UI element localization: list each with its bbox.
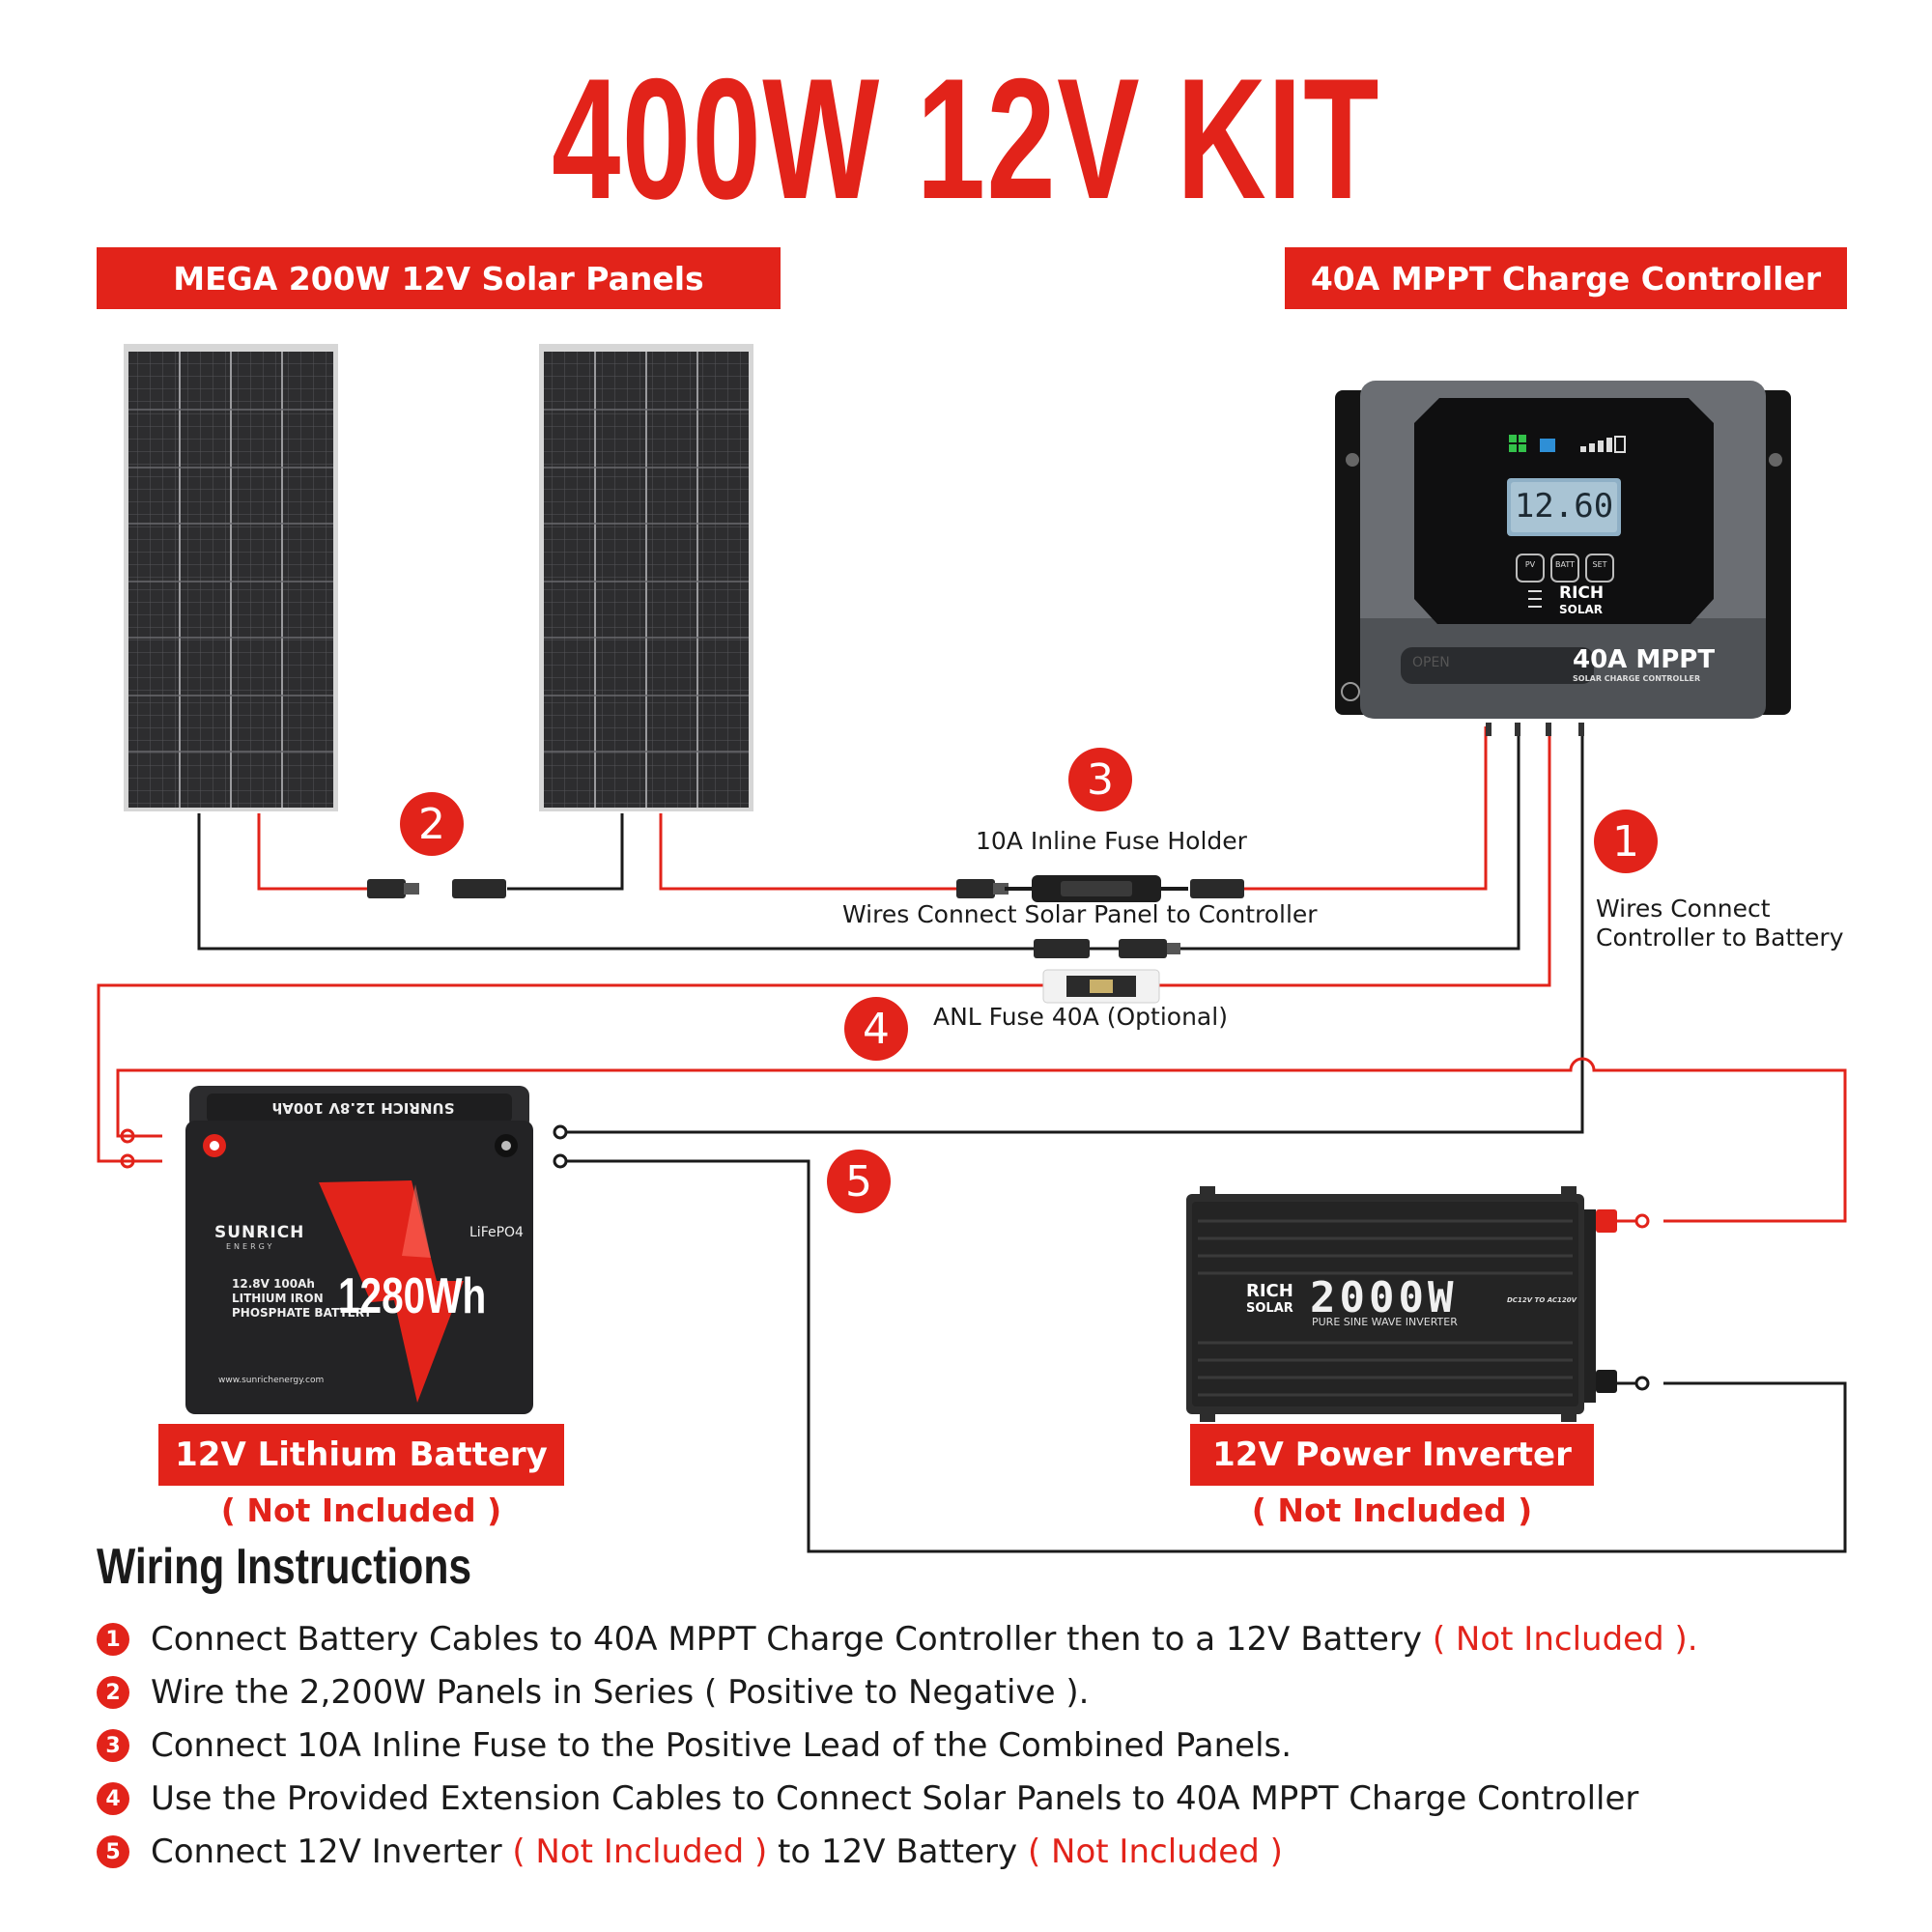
controller-model-sub: SOLAR CHARGE CONTROLLER (1573, 674, 1701, 683)
mc4-connectors (367, 879, 1244, 958)
step-badge-3: 3 (1068, 748, 1132, 811)
step-note: ( Not Included ) (512, 1833, 768, 1871)
step-number: 2 (97, 1676, 129, 1709)
step-note: ( Not Included ). (1432, 1620, 1698, 1659)
inverter-model: 2000W (1310, 1273, 1458, 1322)
ring-terminals (120, 1124, 1650, 1391)
anl-fuse (1042, 969, 1160, 1004)
instruction-step-4: 4 Use the Provided Extension Cables to C… (97, 1775, 1638, 1823)
controller-model: 40A MPPT (1573, 645, 1716, 674)
step-text: Connect 12V Inverter (151, 1833, 502, 1871)
inverter-label: 12V Power Inverter (1190, 1424, 1594, 1486)
step-text: Use the Provided Extension Cables to Con… (151, 1779, 1639, 1818)
inverter-brand-1: RICH (1246, 1281, 1293, 1301)
panel-controller-wires-label: Wires Connect Solar Panel to Controller (842, 900, 1318, 928)
inverter-model-sub: PURE SINE WAVE INVERTER (1312, 1316, 1458, 1328)
charge-controller (1335, 381, 1791, 736)
controller-open-label: OPEN (1412, 655, 1450, 670)
step-badge-2: 2 (400, 792, 464, 856)
step-badge-5: 5 (827, 1150, 891, 1213)
power-inverter (1186, 1186, 1617, 1422)
controller-battery-wires-label-line2: Controller to Battery (1596, 923, 1844, 952)
instruction-step-1: 1 Connect Battery Cables to 40A MPPT Cha… (97, 1615, 1698, 1663)
controller-brand-1: RICH (1559, 583, 1605, 603)
battery-spec-2: LITHIUM IRON (232, 1292, 324, 1305)
battery-brand: SUNRICH (214, 1223, 305, 1242)
step-badge-1: 1 (1594, 810, 1658, 873)
controller-pv-button[interactable]: PV (1524, 560, 1536, 569)
instruction-step-2: 2 Wire the 2,200W Panels in Series ( Pos… (97, 1668, 1089, 1717)
inline-fuse-label: 10A Inline Fuse Holder (976, 827, 1247, 855)
lithium-battery (185, 1086, 533, 1414)
step-text: Connect 10A Inline Fuse to the Positive … (151, 1726, 1293, 1765)
battery-chemistry: LiFePO4 (469, 1225, 524, 1240)
wiring-instructions-title: Wiring Instructions (97, 1539, 472, 1595)
step-number: 1 (97, 1623, 129, 1656)
inverter-side-label: DC12V TO AC120V (1507, 1296, 1577, 1304)
inverter-brand-2: SOLAR (1246, 1301, 1293, 1316)
step-number: 4 (97, 1782, 129, 1815)
step-number: 5 (97, 1835, 129, 1868)
step-note: ( Not Included ) (1027, 1833, 1283, 1871)
step-text: Wire the 2,200W Panels in Series ( Posit… (151, 1673, 1090, 1712)
controller-set-button[interactable]: SET (1592, 560, 1607, 569)
battery-spec-1: 12.8V 100Ah (232, 1277, 315, 1291)
inverter-not-included: ( Not Included ) (1251, 1492, 1533, 1529)
step-text: to 12V Battery (778, 1833, 1018, 1871)
page-title: 400W 12V KIT (552, 43, 1380, 235)
controller-battery-wires-label-line1: Wires Connect (1596, 895, 1771, 923)
solar-panel-right (539, 344, 753, 811)
anl-fuse-label: ANL Fuse 40A (Optional) (933, 1003, 1228, 1031)
step-text: Connect Battery Cables to 40A MPPT Charg… (151, 1620, 1423, 1659)
battery-url: www.sunrichenergy.com (218, 1376, 325, 1385)
solar-panels-header: MEGA 200W 12V Solar Panels (97, 247, 781, 309)
battery-top-label: SUNRICH 12.8V 100Ah (271, 1099, 455, 1117)
step-badge-4: 4 (844, 997, 908, 1061)
step-number: 3 (97, 1729, 129, 1762)
solar-panel-left (124, 344, 338, 811)
controller-display: 12.60 (1514, 487, 1614, 526)
inline-fuse-holder (1005, 875, 1188, 902)
charge-controller-header: 40A MPPT Charge Controller (1285, 247, 1847, 309)
battery-brand-sub: ENERGY (226, 1242, 275, 1251)
instruction-step-5: 5 Connect 12V Inverter ( Not Included ) … (97, 1828, 1283, 1876)
battery-spec-3: PHOSPHATE BATTERY (232, 1306, 373, 1320)
controller-batt-button[interactable]: BATT (1555, 560, 1575, 569)
instruction-step-3: 3 Connect 10A Inline Fuse to the Positiv… (97, 1721, 1292, 1770)
controller-brand-2: SOLAR (1559, 603, 1604, 616)
battery-not-included: ( Not Included ) (220, 1492, 502, 1529)
battery-capacity: 1280Wh (338, 1268, 487, 1324)
battery-label: 12V Lithium Battery (158, 1424, 564, 1486)
